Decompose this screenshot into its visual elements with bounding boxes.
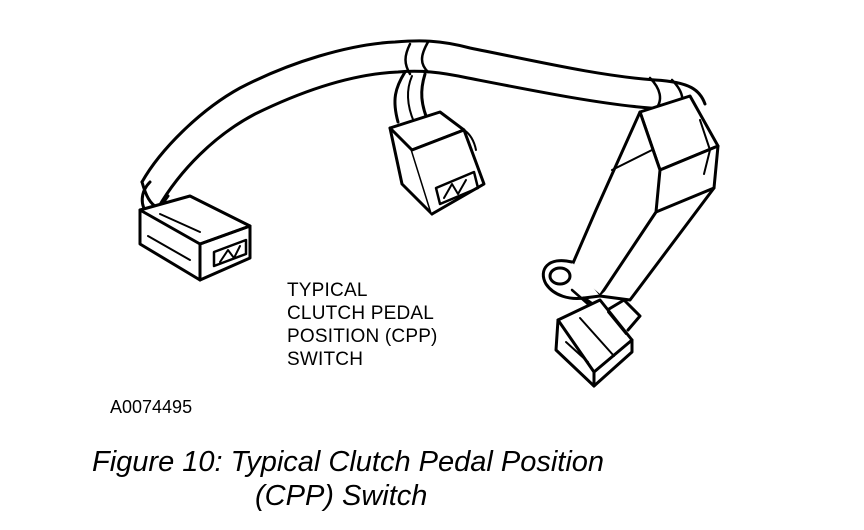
part-label-line-3: POSITION (CPP) — [287, 326, 438, 347]
part-label-line-2: CLUTCH PEDAL — [287, 303, 435, 324]
part-label-line-4: SWITCH — [287, 349, 364, 370]
cpp-switch-body — [568, 94, 720, 302]
mounting-tab — [541, 259, 602, 306]
part-label: TYPICAL CLUTCH PEDAL POSITION (CPP) SWIT… — [287, 279, 438, 371]
figure-caption-line-1: Figure 10: Typical Clutch Pedal Position — [92, 446, 605, 478]
connector-center — [388, 110, 486, 216]
part-label-line-1: TYPICAL — [287, 280, 368, 301]
figure-caption: Figure 10: Typical Clutch Pedal Position… — [92, 445, 604, 513]
reference-id: A0074495 — [110, 397, 193, 417]
figure-caption-line-2: (CPP) Switch — [255, 480, 428, 512]
connector-left — [138, 194, 252, 282]
switch-plunger — [554, 296, 642, 388]
